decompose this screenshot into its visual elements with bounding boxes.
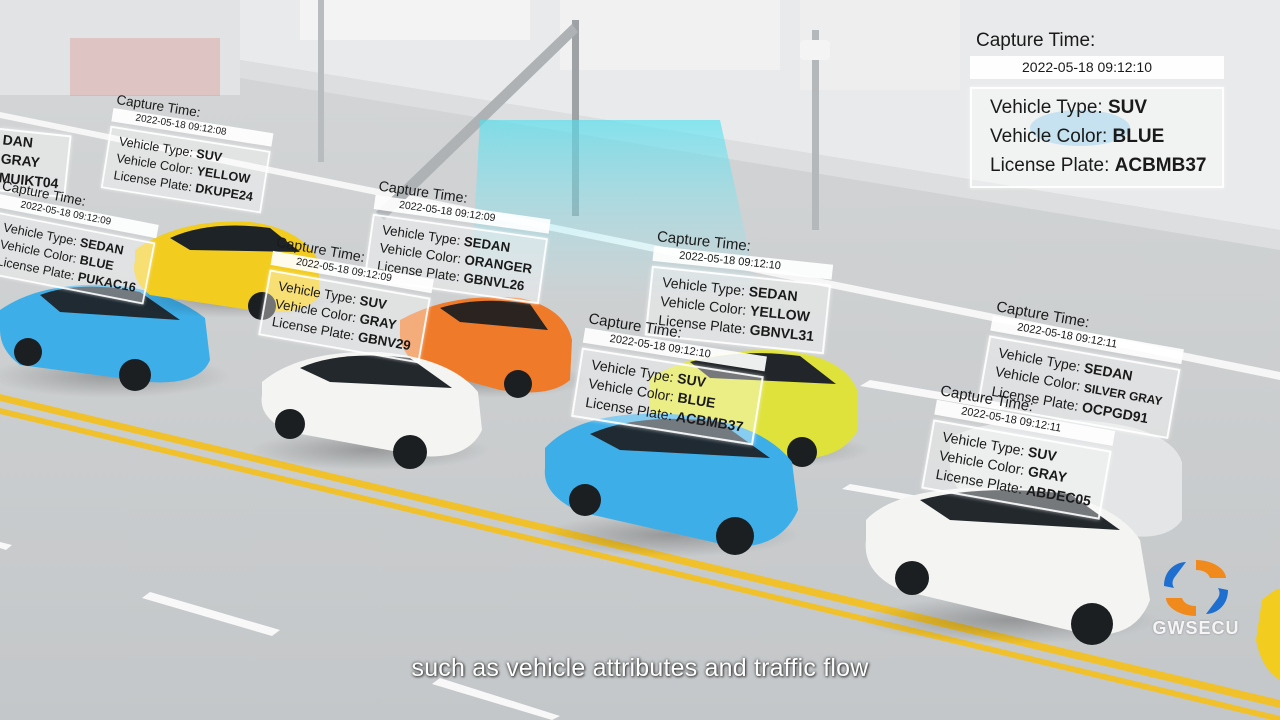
video-subtitle: such as vehicle attributes and traffic f… (411, 654, 869, 682)
brand-logo: GWSECU (1134, 556, 1258, 640)
vehicle-info-box: Vehicle Type: SUV Vehicle Color: BLUE Li… (970, 87, 1224, 188)
vehicle-type-line: Vehicle Type: SUV (990, 97, 1148, 118)
license-plate-line: License Plate: ACBMB37 (990, 155, 1207, 176)
vehicle-color-line: Vehicle Color: BLUE (990, 126, 1165, 147)
capture-time-value: 2022-05-18 09:12:10 (970, 56, 1224, 79)
brand-name: GWSECU (1152, 618, 1240, 638)
brand-logo-icon (1164, 560, 1228, 616)
capture-time-label: Capture Time: (976, 30, 1096, 51)
